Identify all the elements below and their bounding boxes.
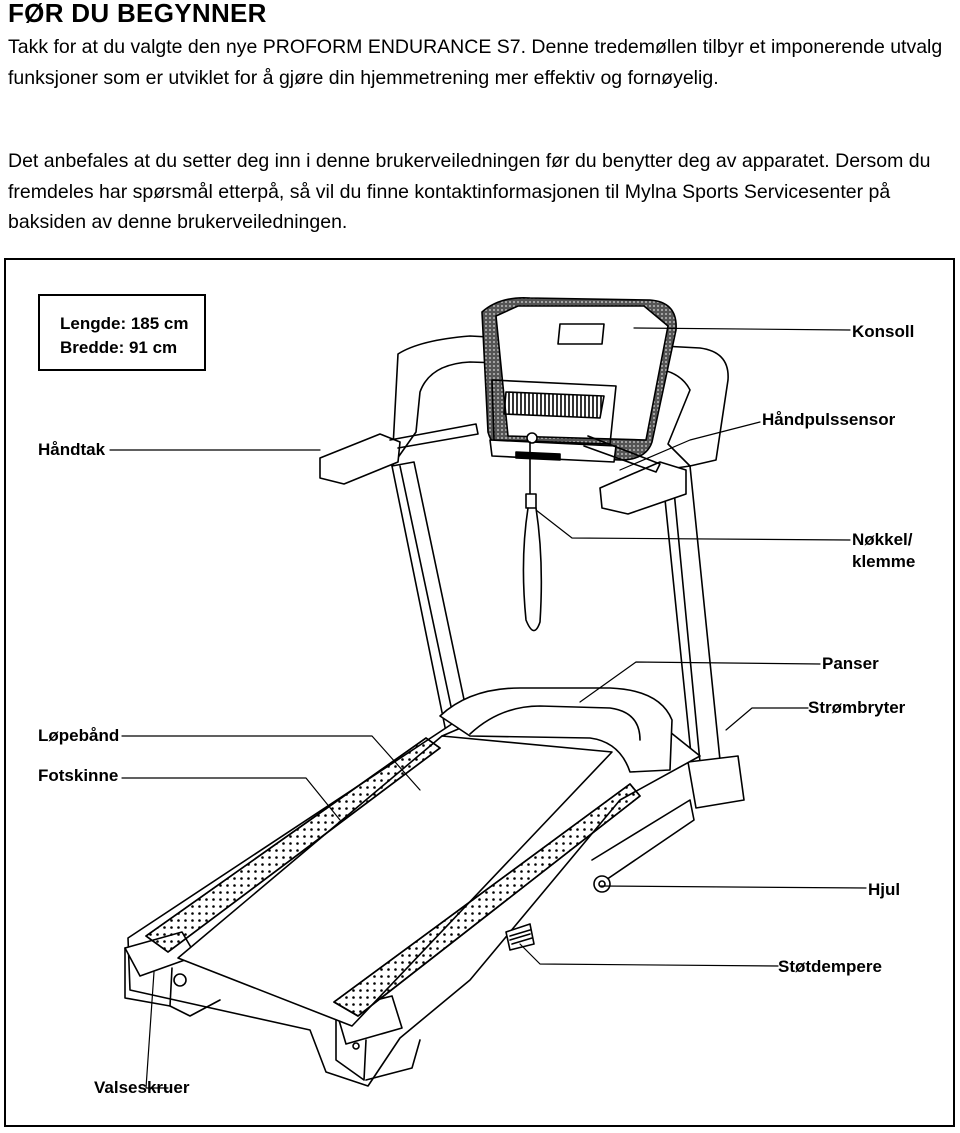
upright-left xyxy=(391,461,471,733)
label-key-clip: Nøkkel/ xyxy=(852,530,913,549)
upright-right xyxy=(661,465,745,809)
label-hood: Panser xyxy=(822,654,879,673)
label-console: Konsoll xyxy=(852,322,915,341)
label-shock-absorbers: Støtdempere xyxy=(778,957,882,976)
label-handle: Håndtak xyxy=(38,440,106,459)
treadmill-diagram-frame xyxy=(4,258,955,1127)
label-wheel: Hjul xyxy=(868,880,901,899)
length-dimension: Lengde: 185 cm xyxy=(60,314,189,333)
page-heading: FØR DU BEGYNNER xyxy=(8,0,267,28)
label-key-clip-line2: klemme xyxy=(852,552,916,571)
motor-hood xyxy=(439,687,673,773)
label-walking-belt: Løpebånd xyxy=(38,726,120,745)
leader-lines xyxy=(109,327,867,1089)
label-pulse-sensor: Håndpulssensor xyxy=(762,410,896,429)
foot-rail-right xyxy=(333,783,641,1017)
roller-icon xyxy=(173,973,360,1050)
width-dimension: Bredde: 91 cm xyxy=(60,338,178,357)
label-foot-rail: Fotskinne xyxy=(38,766,119,785)
intro-paragraph: Takk for at du valgte den nye PROFORM EN… xyxy=(8,36,943,89)
label-power-switch: Strømbryter xyxy=(808,698,906,717)
wheel-icon xyxy=(593,875,611,893)
advice-paragraph: Det anbefales at du setter deg inn i den… xyxy=(8,150,931,233)
foot-rail-left xyxy=(145,737,441,953)
dimensions-box: Lengde: 185 cm Bredde: 91 cm xyxy=(38,294,206,371)
handle-right xyxy=(583,435,687,515)
label-roller-bolts: Valseskruer xyxy=(94,1078,190,1097)
safety-key-icon xyxy=(522,441,543,632)
handle-left xyxy=(319,423,479,485)
shock-absorber-icon xyxy=(505,923,535,951)
